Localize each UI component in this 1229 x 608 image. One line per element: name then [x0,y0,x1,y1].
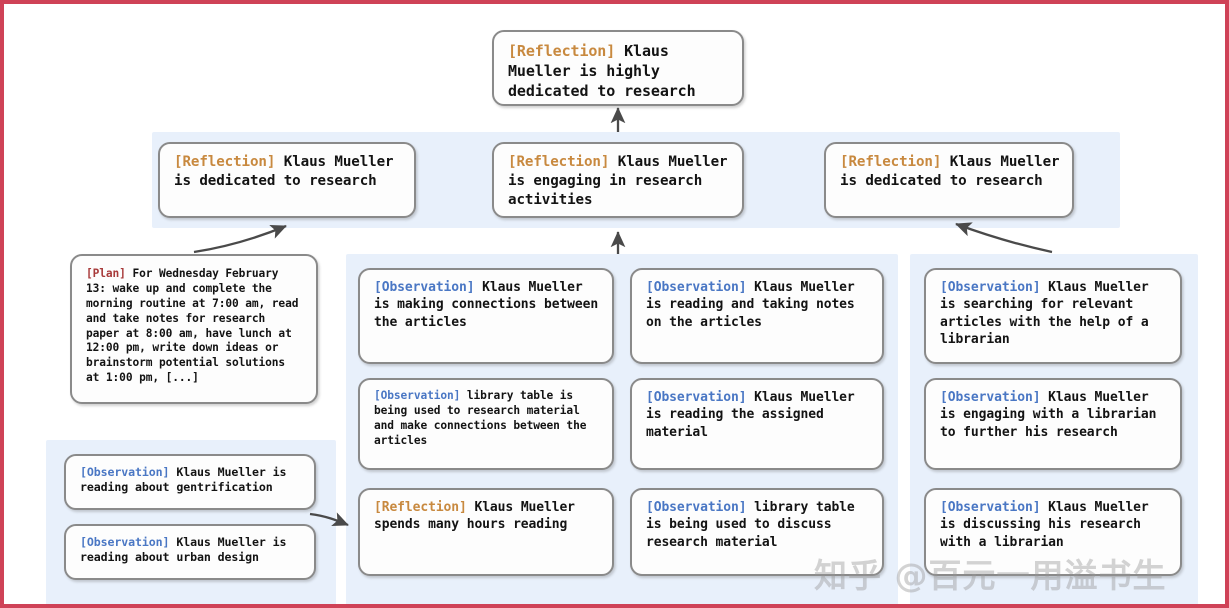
tag-reflection: [Reflection] [374,500,467,515]
node-text: Klaus Mueller is dedicated to research [174,154,402,190]
tag-reflection: [Reflection] [174,154,276,170]
tag-reflection: [Reflection] [508,154,610,170]
tag-observation: [Observation] [80,535,170,549]
node-text: Klaus Mueller is reading and taking note… [646,280,863,330]
tag-observation: [Observation] [80,465,170,479]
node-text: Klaus Mueller is discussing his research… [940,500,1157,550]
node-col-a-observation-1[interactable]: [Observation] Klaus Mueller is making co… [358,268,614,364]
node-text: Klaus Mueller is engaging in research ac… [508,154,736,209]
node-col-b-observation-1[interactable]: [Observation] Klaus Mueller is reading a… [630,268,884,364]
node-col-a-observation-2[interactable]: [Observation] library table is being use… [358,378,614,470]
node-text: Klaus Mueller is engaging with a librari… [940,390,1165,440]
node-text: Klaus Mueller is searching for relevant … [940,280,1157,348]
node-col-c-observation-2[interactable]: [Observation] Klaus Mueller is engaging … [924,378,1182,470]
node-left-observation-1[interactable]: [Observation] Klaus Mueller is reading a… [64,454,316,510]
node-col-b-observation-3[interactable]: [Observation] library table is being use… [630,488,884,576]
node-text: Klaus Mueller is dedicated to research [840,154,1068,190]
node-reflection-left[interactable]: [Reflection] Klaus Mueller is dedicated … [158,142,416,218]
node-col-b-observation-2[interactable]: [Observation] Klaus Mueller is reading t… [630,378,884,470]
node-text: Klaus Mueller is reading the assigned ma… [646,390,863,440]
tag-observation: [Observation] [374,280,475,295]
node-text: library table is being used to research … [374,389,593,447]
node-text: Klaus Mueller is reading about gentrific… [80,465,294,495]
node-reflection-middle[interactable]: [Reflection] Klaus Mueller is engaging i… [492,142,744,218]
tag-plan: [Plan] [86,267,126,280]
node-text: Klaus Mueller is making connections betw… [374,280,606,330]
node-root-reflection[interactable]: [Reflection] Klaus Mueller is highly ded… [492,30,744,106]
node-text: Klaus Mueller is reading about urban des… [80,535,294,565]
node-text: library table is being used to discuss r… [646,500,863,550]
tag-observation: [Observation] [940,500,1041,515]
node-text: For Wednesday February 13: wake up and c… [86,267,305,385]
node-left-observation-2[interactable]: [Observation] Klaus Mueller is reading a… [64,524,316,580]
node-plan[interactable]: [Plan] For Wednesday February 13: wake u… [70,254,318,404]
node-text: Klaus Mueller spends many hours reading [374,500,583,533]
node-reflection-right[interactable]: [Reflection] Klaus Mueller is dedicated … [824,142,1074,218]
tag-reflection: [Reflection] [508,42,616,60]
node-text: Klaus Mueller is highly dedicated to res… [508,42,696,101]
tag-reflection: [Reflection] [840,154,942,170]
tag-observation: [Observation] [646,500,747,515]
node-col-c-observation-3[interactable]: [Observation] Klaus Mueller is discussin… [924,488,1182,576]
tag-observation: [Observation] [940,280,1041,295]
tag-observation: [Observation] [940,390,1041,405]
node-col-a-reflection[interactable]: [Reflection] Klaus Mueller spends many h… [358,488,614,576]
tag-observation: [Observation] [646,390,747,405]
tag-observation: [Observation] [374,389,461,402]
node-col-c-observation-1[interactable]: [Observation] Klaus Mueller is searching… [924,268,1182,364]
tag-observation: [Observation] [646,280,747,295]
